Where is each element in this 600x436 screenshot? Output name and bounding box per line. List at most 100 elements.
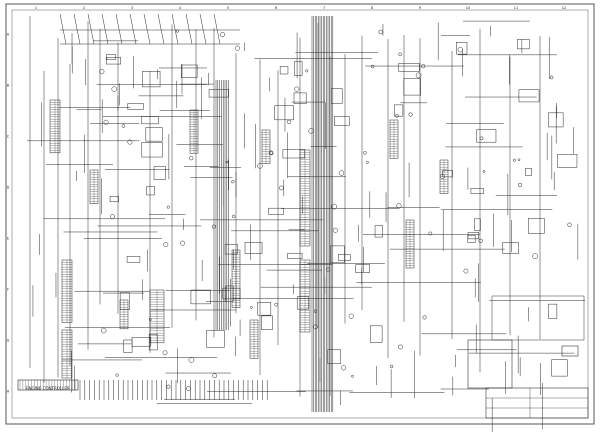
wiring-layer — [26, 13, 585, 436]
component-box — [142, 71, 161, 88]
grid-row-label: B — [7, 84, 10, 88]
component-box — [467, 232, 479, 240]
component-box — [518, 89, 540, 103]
terminal-circle — [395, 113, 399, 118]
connector-block — [119, 299, 129, 330]
component-box — [374, 225, 383, 238]
terminal-circle — [513, 158, 516, 162]
component-box — [528, 218, 545, 234]
connector-block — [249, 319, 259, 359]
component-box — [334, 116, 350, 126]
component-box — [517, 39, 530, 50]
terminal-circle — [286, 119, 292, 124]
component-box — [294, 61, 303, 76]
component-box — [525, 167, 532, 176]
connector-block — [89, 169, 99, 204]
terminal-circle — [121, 124, 126, 128]
terminal-circle — [274, 302, 279, 307]
terminal-circle — [389, 364, 394, 369]
terminal-circle — [163, 242, 169, 248]
component-box — [123, 339, 133, 353]
component-box — [146, 186, 155, 196]
component-box — [403, 78, 421, 96]
terminal-circle — [99, 69, 105, 75]
terminal-circle — [482, 170, 486, 173]
engine-controller-connector — [17, 379, 79, 391]
terminal-circle — [166, 205, 170, 209]
component-box — [106, 54, 116, 60]
terminal-circle — [127, 139, 133, 145]
component-box — [225, 285, 234, 302]
wire-top — [73, 13, 81, 45]
component-box — [190, 289, 211, 305]
connector-block — [439, 159, 449, 194]
connector-block — [61, 329, 73, 379]
terminal-circle — [268, 150, 273, 155]
terminal-circle — [188, 357, 195, 363]
connector-block — [299, 259, 311, 333]
terminal-circle — [325, 267, 331, 272]
grid-row-label: H — [7, 390, 10, 394]
wire-top — [59, 13, 67, 45]
terminal-circle — [162, 350, 168, 356]
inner-border — [11, 9, 589, 419]
component-box — [224, 243, 238, 255]
terminal-circle — [532, 253, 538, 259]
component-box — [127, 103, 144, 110]
component-box — [327, 349, 341, 364]
component-box — [109, 196, 119, 202]
component-box — [476, 129, 497, 143]
terminal-circle — [457, 47, 463, 53]
grid-col-label: 2 — [83, 6, 85, 10]
terminal-circle — [351, 374, 354, 378]
wire-top — [115, 13, 123, 45]
connector-block — [299, 149, 311, 247]
connector-block — [261, 129, 271, 164]
component-box — [456, 42, 468, 55]
terminal-circle — [440, 174, 445, 179]
component-box — [274, 105, 294, 121]
component-box — [208, 89, 229, 98]
terminal-circle — [338, 170, 345, 176]
connector-block — [149, 289, 165, 344]
component-box — [261, 315, 273, 330]
grid-row-label: C — [7, 135, 10, 139]
component-box — [502, 242, 519, 254]
terminal-circle — [234, 45, 240, 51]
component-box — [470, 188, 484, 194]
component-box — [148, 333, 158, 351]
component-box — [398, 63, 420, 72]
component-box — [548, 303, 558, 319]
component-box — [394, 104, 404, 117]
engine-controller-label: ENGINE CONTROLLER — [26, 386, 70, 391]
terminal-circle — [422, 315, 427, 320]
wire-top — [171, 13, 179, 45]
terminal-circle — [428, 231, 433, 236]
wire-top — [213, 13, 221, 45]
component-box — [153, 166, 166, 180]
terminal-circle — [175, 29, 179, 33]
grid-col-label: 10 — [466, 6, 470, 10]
terminal-circle — [294, 86, 300, 92]
terminal-circle — [186, 386, 191, 391]
title-block — [485, 345, 589, 419]
terminal-circle — [166, 384, 171, 389]
wire-top — [199, 13, 207, 45]
component-box — [355, 264, 370, 273]
connector-block — [49, 99, 61, 154]
legend-table — [467, 339, 513, 389]
terminal-circle — [549, 75, 554, 80]
grid-col-label: 9 — [419, 6, 421, 10]
component-box — [279, 66, 289, 75]
grid-col-label: 4 — [179, 6, 182, 10]
component-box — [257, 302, 272, 316]
component-box — [206, 330, 225, 348]
grid-col-label: 12 — [562, 6, 566, 10]
terminal-circle — [100, 327, 107, 334]
revision-stamp — [561, 345, 579, 357]
component-box — [474, 218, 481, 231]
wire-top — [185, 13, 193, 45]
wire-top — [101, 13, 109, 45]
